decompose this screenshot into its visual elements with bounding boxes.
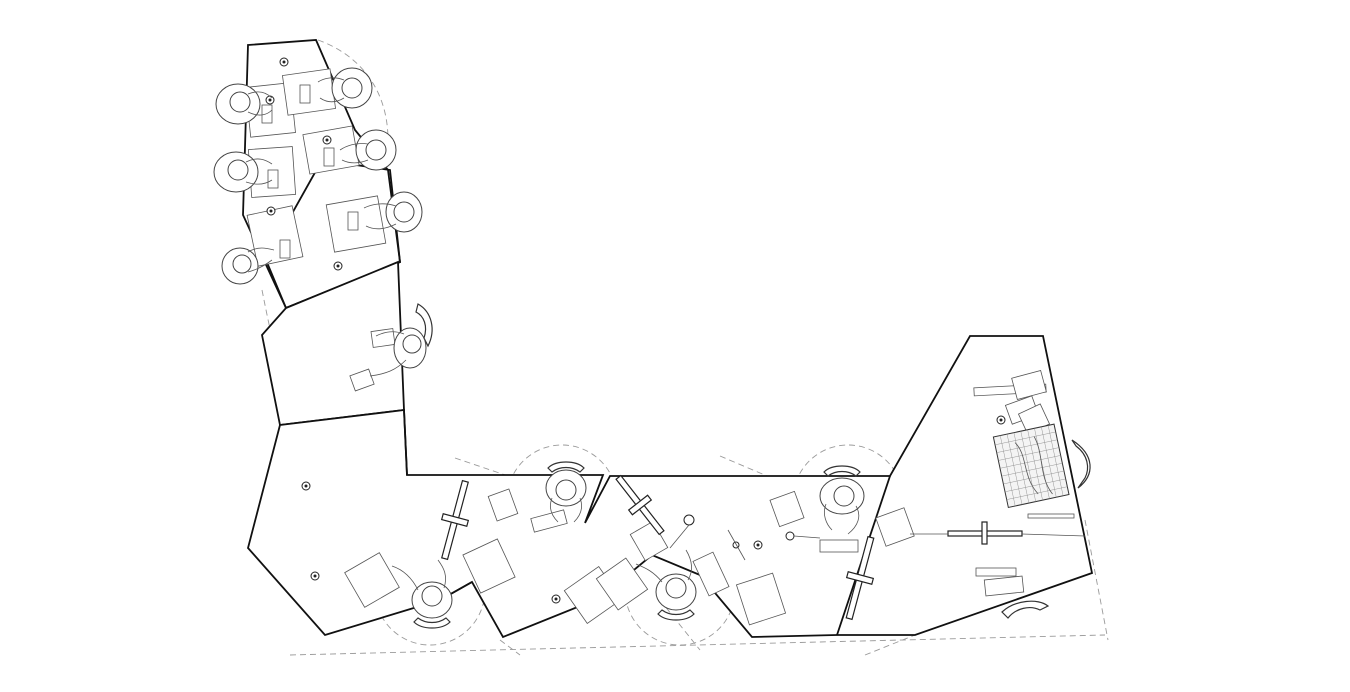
paper-sheet xyxy=(875,507,915,547)
door-swing-icon xyxy=(1071,439,1091,489)
outlet-icon xyxy=(279,57,289,67)
paper-sheet xyxy=(595,557,649,611)
keyboard-icon xyxy=(279,239,291,259)
desk-divider-1 xyxy=(403,409,408,476)
people xyxy=(213,67,865,629)
keyboard-icon xyxy=(692,551,730,597)
cutting-mat-icon xyxy=(992,423,1070,509)
monitor-arm-icon xyxy=(845,535,875,621)
chair-icon xyxy=(657,609,695,621)
person-icon xyxy=(213,151,273,193)
person-icon xyxy=(391,559,453,629)
outlet-icon xyxy=(301,481,311,491)
chair-icon xyxy=(823,465,861,477)
sketch-pad xyxy=(349,368,375,392)
outlets xyxy=(265,57,1006,604)
person-icon xyxy=(339,129,397,171)
person-icon xyxy=(819,465,865,535)
keyboard-icon xyxy=(347,211,359,231)
keyboard-icon xyxy=(819,539,859,553)
paper-sheet xyxy=(769,490,805,528)
desk-lamp-icon xyxy=(669,514,821,561)
person-icon xyxy=(215,83,273,125)
chair-icon xyxy=(547,461,585,473)
drawing-board xyxy=(344,552,400,608)
outlet-icon xyxy=(266,206,276,216)
keyboard-icon xyxy=(267,169,279,189)
outlet-icon xyxy=(551,594,561,604)
guide-line-diag-5 xyxy=(499,639,521,656)
person-icon xyxy=(221,247,275,285)
outlet-icon xyxy=(265,95,275,105)
monitor-arm-icon xyxy=(440,479,470,561)
paper-sheet xyxy=(487,488,519,522)
person-icon xyxy=(317,67,373,109)
scale-bar xyxy=(1027,513,1075,519)
paper-sheet xyxy=(735,572,787,626)
guide-line-diag-1 xyxy=(454,457,521,481)
door-swing-icon xyxy=(1001,600,1050,619)
sketch-pad xyxy=(370,328,396,348)
door-swings xyxy=(415,303,1091,619)
chair-icon xyxy=(413,617,451,629)
monitor-arms xyxy=(440,474,1086,621)
person-icon xyxy=(369,327,427,377)
keyboard-icon xyxy=(975,567,1017,577)
guide-line-right xyxy=(1084,519,1109,641)
keyboard-icon xyxy=(530,509,568,533)
person-icon xyxy=(635,549,697,621)
guide-line-diag-6 xyxy=(864,634,916,656)
monitor-arm-icon xyxy=(910,521,1086,545)
keyboard-icon xyxy=(323,147,335,167)
keyboard-icon xyxy=(299,84,311,104)
outlet-icon xyxy=(996,415,1006,425)
outlet-icon xyxy=(753,540,763,550)
outlet-icon xyxy=(333,261,343,271)
outlet-icon xyxy=(310,571,320,581)
keyboard-icon xyxy=(983,575,1025,597)
outlet-icon xyxy=(322,135,332,145)
person-icon xyxy=(545,461,587,523)
paper-sheet xyxy=(462,538,516,594)
guide-line-bottom xyxy=(289,634,1106,656)
person-icon xyxy=(363,191,423,233)
monitor-arm-icon xyxy=(615,474,665,536)
